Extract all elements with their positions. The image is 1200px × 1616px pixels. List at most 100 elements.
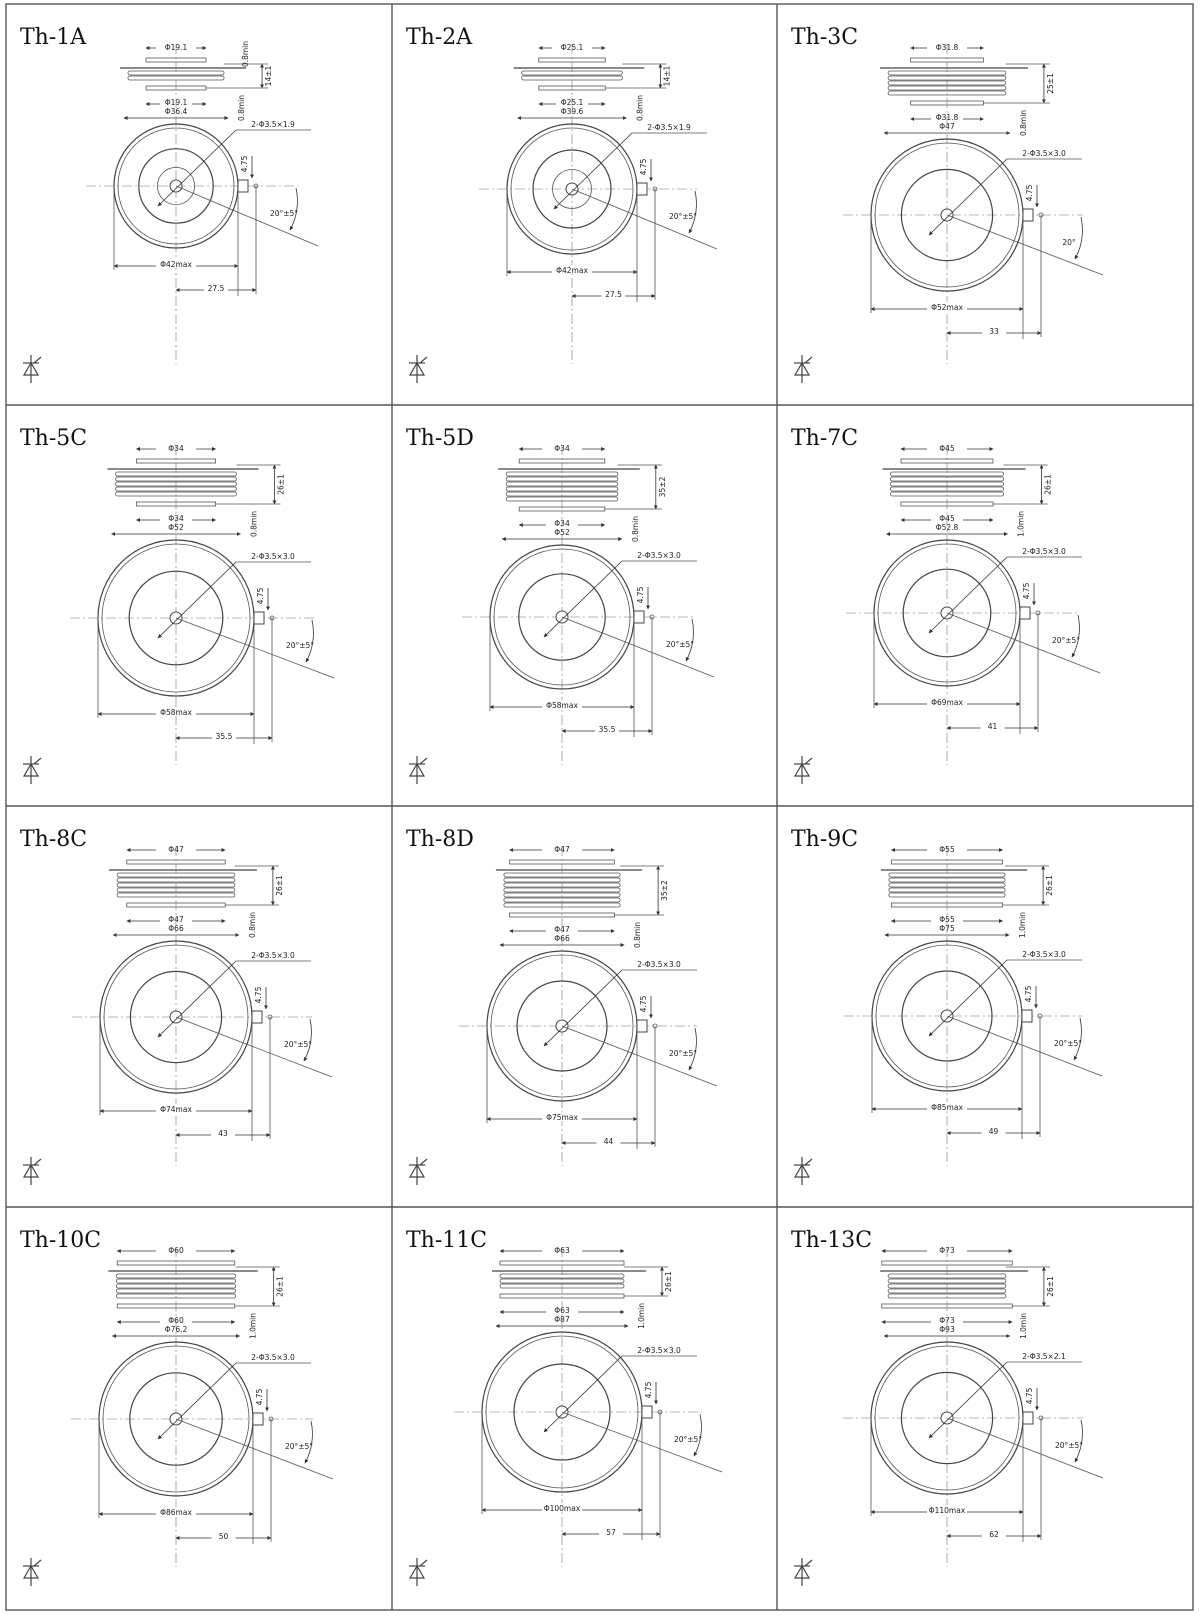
dim-bg	[599, 1527, 623, 1536]
panel-title: Th-2A	[406, 25, 473, 50]
outer-diameter-label: Φ52	[554, 528, 570, 537]
dim-bg	[542, 700, 582, 709]
height-label: 35±2	[658, 476, 667, 497]
angle-ray	[175, 1418, 334, 1480]
bottom-gap-label: 1.0min	[1018, 912, 1027, 938]
inner-circle	[516, 980, 608, 1072]
bottom-diameter-label: Φ47	[554, 925, 570, 934]
dim-bg	[601, 289, 626, 298]
gate-spec-label: 2-Φ3.5×3.0	[637, 960, 681, 969]
lug-width-label: 4.75	[644, 1381, 653, 1398]
gate-leader	[928, 556, 1008, 634]
dim-bg	[156, 1104, 196, 1113]
angle-arc	[303, 1018, 312, 1062]
dim-bg	[556, 106, 588, 115]
inner-circle	[532, 149, 612, 229]
panel-title: Th-9C	[791, 827, 858, 852]
bottom-gap-label: 0.8min	[248, 912, 257, 938]
symbol-triangle	[793, 1163, 811, 1178]
outer-ring	[103, 944, 249, 1090]
symbol-triangle	[408, 1163, 426, 1178]
angle-ray	[175, 1016, 333, 1078]
symbol-triangle	[793, 762, 811, 777]
top-gap-label: 0.8min	[241, 41, 250, 67]
symbol-triangle	[408, 361, 426, 376]
height-label: 26±1	[275, 875, 284, 896]
angle-arc	[688, 190, 697, 234]
gate-lug	[636, 1019, 648, 1033]
offset-label: 33	[989, 327, 999, 336]
outer-ring	[510, 127, 634, 251]
angle-arc	[693, 1413, 702, 1457]
symbol-gate	[33, 1559, 42, 1567]
angle-label: 20°±5°	[1052, 636, 1080, 645]
gate-leader	[157, 1362, 237, 1440]
gate-leader	[157, 960, 237, 1038]
gate-lug	[1022, 1411, 1034, 1425]
offset-label: 41	[988, 722, 998, 731]
offset-label: 50	[219, 1532, 229, 1541]
angle-ray	[561, 616, 715, 678]
gate-leader	[928, 959, 1008, 1037]
bottom-gap-label: 0.8min	[249, 511, 258, 537]
height-label: 14±1	[264, 65, 273, 86]
thyristor-symbol-icon	[22, 355, 42, 383]
angle-ray	[946, 612, 1101, 674]
max-diameter-label: Φ42max	[160, 260, 192, 269]
gate-lug	[251, 1010, 263, 1024]
thyristor-symbol-icon	[408, 355, 428, 383]
height-label: 35±2	[660, 880, 669, 901]
inner-circle	[513, 1363, 611, 1461]
dim-bg	[156, 707, 196, 716]
dim-bg	[981, 1126, 1006, 1135]
angle-ray	[946, 1417, 1104, 1479]
symbol-gate	[804, 757, 813, 765]
outer-diameter-label: Φ52	[168, 523, 184, 532]
angle-arc	[304, 1420, 313, 1464]
bottom-gap-label: 0.8min	[635, 95, 644, 121]
inner-circle	[900, 1371, 994, 1465]
panel-grid	[5, 3, 1194, 1611]
angle-label: 20°±5°	[286, 641, 314, 650]
panel-title: Th-5D	[406, 426, 474, 451]
height-label: 26±1	[1045, 875, 1054, 896]
dim-bg	[211, 1128, 235, 1137]
dim-bg	[552, 265, 592, 274]
angle-ray	[175, 185, 319, 247]
outer-diameter-label: Φ66	[168, 924, 184, 933]
outer-diameter-label: Φ47	[939, 122, 955, 131]
dim-bg	[927, 1102, 967, 1111]
lug-width-label: 4.75	[1025, 1387, 1034, 1404]
panel-title: Th-10C	[20, 1228, 101, 1253]
gate-lug	[1019, 606, 1031, 620]
thyristor-symbol-icon	[408, 756, 428, 784]
symbol-gate	[33, 356, 42, 364]
sheet-border	[5, 3, 1194, 1611]
gate-leader	[543, 1355, 623, 1433]
symbol-triangle	[22, 1564, 40, 1579]
thyristor-symbol-icon	[408, 1157, 428, 1185]
gate-spec-label: 2-Φ3.5×1.9	[647, 123, 691, 132]
max-diameter-label: Φ86max	[160, 1508, 192, 1517]
angle-ray	[561, 1025, 718, 1087]
height-label: 14±1	[662, 65, 671, 86]
gate-spec-label: 2-Φ3.5×2.1	[1022, 1352, 1066, 1361]
outer-ring	[101, 543, 251, 693]
outer-ring	[875, 944, 1019, 1088]
lug-width-label: 4.75	[639, 995, 648, 1012]
panel-title: Th-8D	[406, 827, 474, 852]
max-diameter-label: Φ110max	[929, 1506, 966, 1515]
dim-bg	[211, 1531, 236, 1540]
panel-title: Th-11C	[406, 1228, 487, 1253]
outer-ring	[102, 1345, 250, 1493]
thyristor-symbol-icon	[793, 756, 813, 784]
